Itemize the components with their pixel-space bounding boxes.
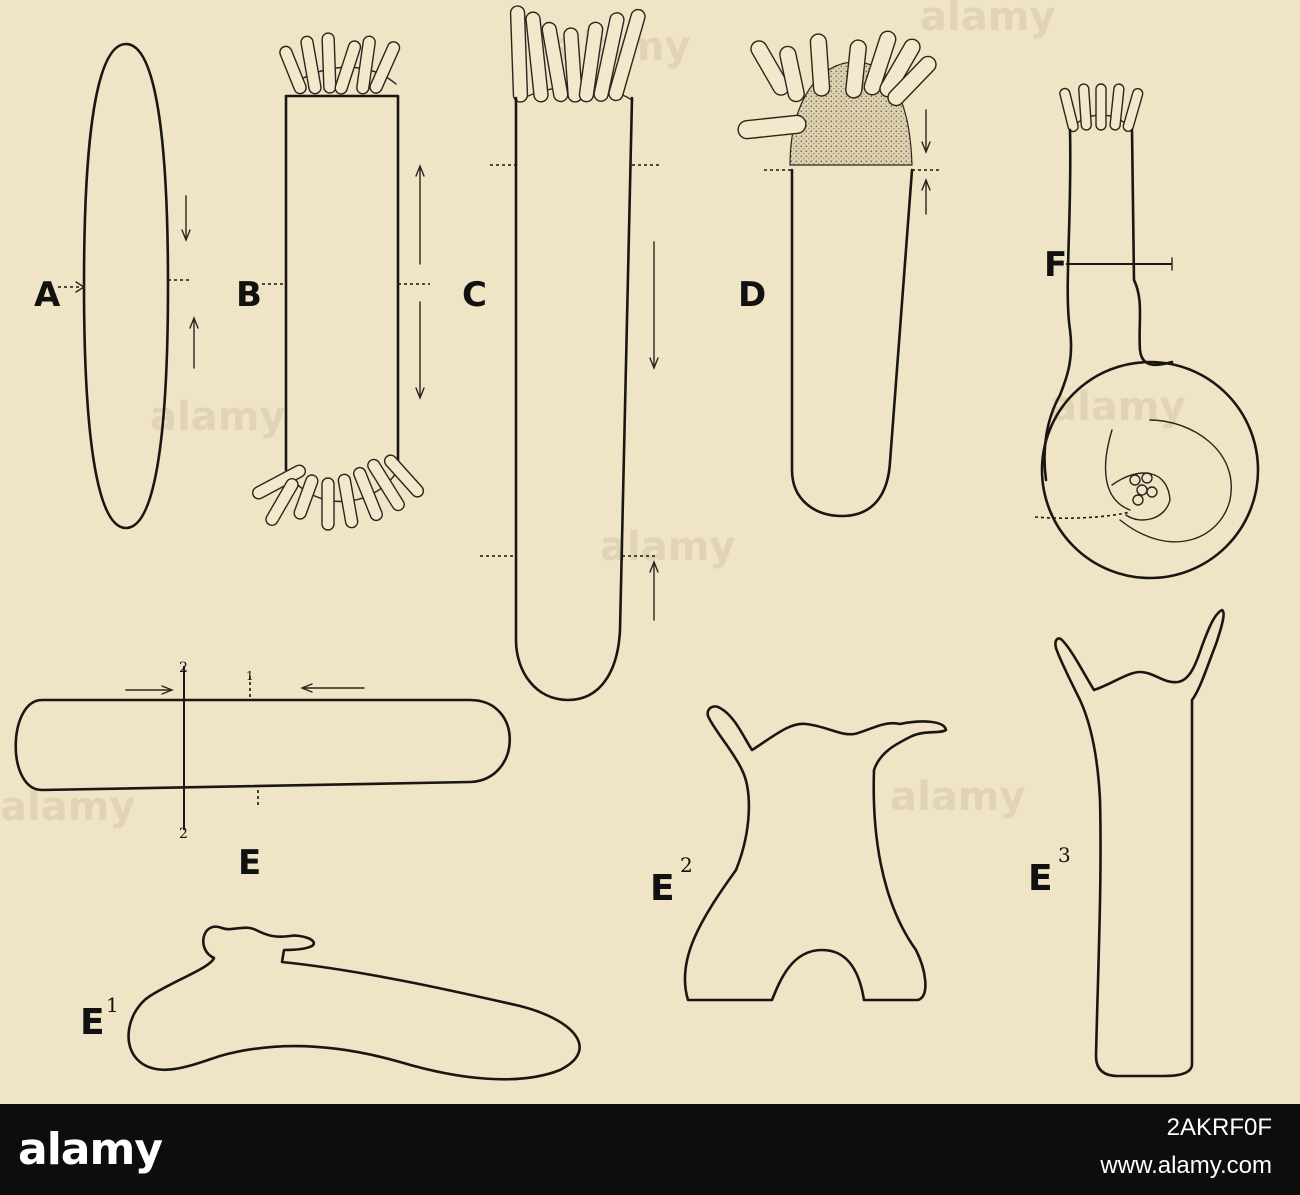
specimen-a: A xyxy=(34,42,199,530)
site-url[interactable]: www.alamy.com xyxy=(1100,1152,1272,1179)
watermark-text: alamy xyxy=(0,784,135,830)
specimen-d: D xyxy=(737,30,940,518)
figure-plate: alamy alamy alamy alamy alamy alamy alam… xyxy=(0,0,1260,1081)
label-e2: E xyxy=(650,868,675,909)
label-b: B xyxy=(236,275,262,315)
label-e3: E xyxy=(1028,858,1053,899)
label-e1-superscript: 1 xyxy=(106,993,119,1017)
label-c: C xyxy=(462,275,487,315)
specimen-c: C xyxy=(462,5,660,702)
specimen-e1: E 1 xyxy=(80,925,581,1081)
watermark-text: alamy xyxy=(890,774,1025,820)
label-e2-superscript: 2 xyxy=(680,853,693,877)
watermark-text: alamy xyxy=(150,394,285,440)
cut-mark-label: 1 xyxy=(246,669,254,683)
label-d: D xyxy=(738,275,766,315)
label-e: E xyxy=(238,843,261,883)
specimen-e: 2 2 1 E xyxy=(14,660,512,883)
cut-line-label-bottom: 2 xyxy=(179,826,188,842)
cut-line-label-top: 2 xyxy=(179,660,188,676)
specimen-b: B xyxy=(236,32,430,531)
label-a: A xyxy=(34,275,61,315)
image-id: 2AKRF0F xyxy=(1166,1114,1272,1141)
specimen-f: F xyxy=(1034,83,1260,580)
watermark-layer: alamy alamy alamy alamy alamy alamy alam… xyxy=(0,0,1185,830)
watermark-text: alamy xyxy=(920,0,1055,40)
specimen-e2: E 2 xyxy=(650,705,948,1002)
alamy-logo: alamy xyxy=(18,1124,163,1175)
watermark-text: alamy xyxy=(1050,384,1185,430)
hydroid-regeneration-figure: alamy alamy alamy alamy alamy alamy alam… xyxy=(0,0,1260,1081)
stock-footer-bar: alamy 2AKRF0F www.alamy.com xyxy=(0,1104,1300,1195)
specimen-e3: E 3 xyxy=(1028,608,1225,1078)
label-e1: E xyxy=(80,1002,105,1043)
label-e3-superscript: 3 xyxy=(1058,843,1071,867)
label-f: F xyxy=(1044,245,1067,285)
